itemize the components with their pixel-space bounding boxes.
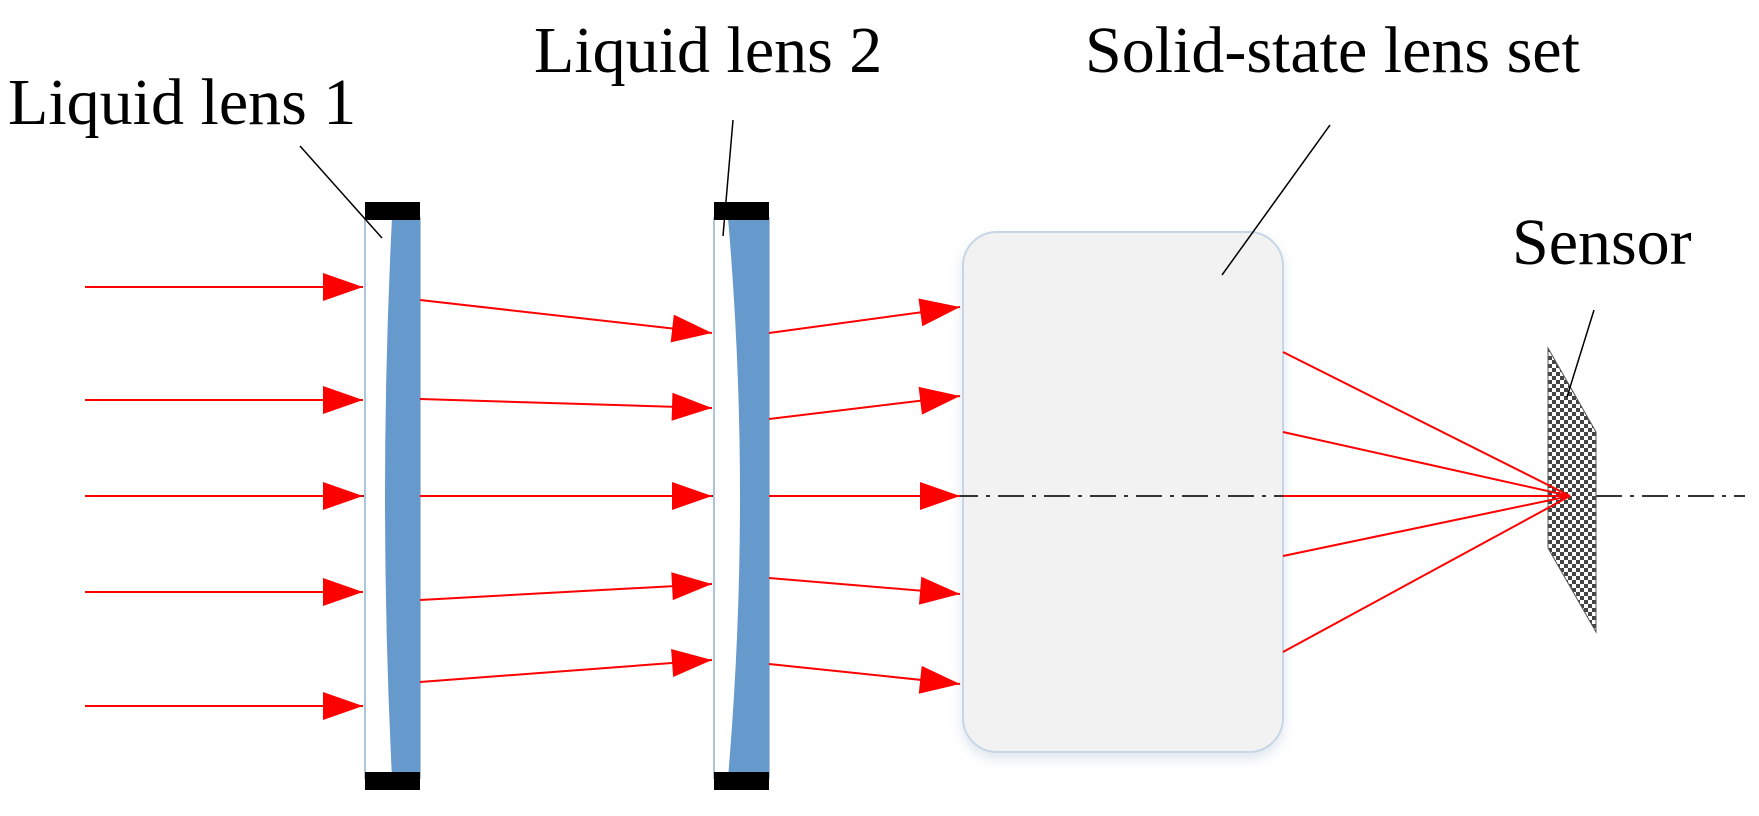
- ray-arrowhead-to-lens-set-2: [918, 386, 960, 415]
- leader-line-liquid-lens-2: [722, 119, 734, 237]
- liquid-lens-2-top-cap: [714, 202, 769, 220]
- ray-arrowhead-to-lens-set-5: [918, 665, 960, 694]
- liquid-lens-1-top-cap: [365, 202, 420, 220]
- ray-to-sensor-5: [1282, 495, 1571, 653]
- label-leader-lines: [299, 119, 1595, 398]
- ray-to-sensor-4: [1282, 495, 1571, 557]
- sensor-label: Sensor: [1512, 206, 1692, 279]
- ray-arrowhead-between-lenses-5: [671, 649, 712, 677]
- liquid-lens-1: [364, 202, 421, 790]
- ray-arrowhead-between-lenses-3: [672, 482, 712, 510]
- leader-line-liquid-lens-1: [299, 145, 383, 239]
- ray-between-lenses-1: [419, 299, 713, 334]
- ray-between-lenses-4: [419, 583, 713, 601]
- light-rays: [85, 273, 1571, 720]
- liquid-lens-2-label: Liquid lens 2: [534, 14, 883, 87]
- ray-arrowhead-to-lens-set-1: [918, 298, 960, 327]
- liquid-lens-2-bottom-cap: [714, 772, 769, 790]
- checkered-sensor-icon: [1547, 346, 1597, 634]
- ray-arrowhead-between-lenses-4: [671, 572, 712, 601]
- liquid-lens-1-label: Liquid lens 1: [8, 66, 357, 139]
- liquid-lens-2: [713, 202, 770, 790]
- liquid-lens-2-fluid: [728, 218, 769, 778]
- ray-arrowhead-incoming-4: [323, 578, 363, 606]
- ray-between-lenses-2: [419, 398, 713, 409]
- ray-arrowhead-between-lenses-1: [670, 314, 712, 343]
- ray-to-sensor-1: [1282, 351, 1571, 497]
- ray-between-lenses-5: [419, 659, 713, 683]
- solid-state-lens-box: [962, 231, 1284, 753]
- leader-line-sensor: [1566, 309, 1595, 398]
- ray-arrowhead-incoming-5: [323, 692, 363, 720]
- solid-state-lens-set-label: Solid-state lens set: [1085, 14, 1580, 87]
- leader-line-solid-state-lens-set: [1221, 124, 1331, 276]
- ray-arrowhead-to-lens-set-4: [918, 576, 960, 605]
- ray-arrowhead-to-lens-set-3: [920, 482, 960, 510]
- liquid-lens-1-fluid: [385, 218, 420, 778]
- liquid-lens-1-bottom-cap: [365, 772, 420, 790]
- ray-arrowhead-incoming-1: [323, 273, 363, 301]
- ray-to-sensor-2: [1282, 431, 1571, 497]
- ray-arrowhead-incoming-2: [323, 386, 363, 414]
- ray-arrowhead-between-lenses-2: [671, 392, 712, 421]
- ray-arrowhead-incoming-3: [323, 482, 363, 510]
